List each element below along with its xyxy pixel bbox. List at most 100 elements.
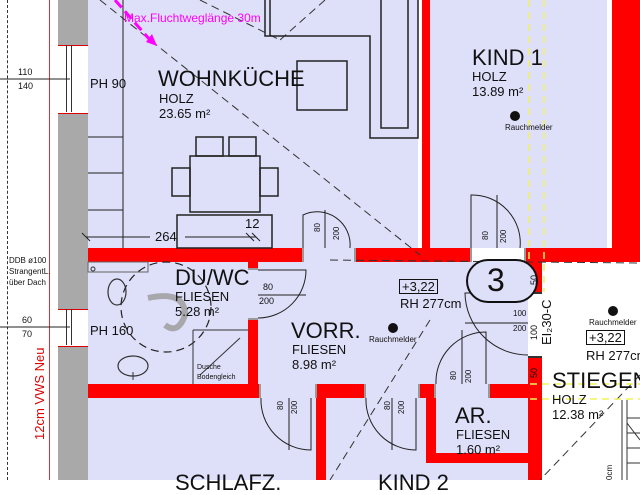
room-area-kind1: 13.89 m² bbox=[472, 84, 524, 99]
level-room-height: RH 277cm bbox=[586, 348, 640, 363]
left-margin bbox=[0, 0, 58, 480]
fire-door-dim: 50 bbox=[529, 274, 539, 285]
fire-door-dim: 100 bbox=[529, 324, 539, 340]
room-area-stiegen: 12.38 m² bbox=[552, 407, 604, 422]
wall-schlafz-right bbox=[316, 398, 326, 480]
door-width: 80 bbox=[313, 223, 322, 232]
wall-right-edge bbox=[612, 0, 640, 262]
window-dim-top: 60 bbox=[22, 315, 33, 325]
floorplan-linework bbox=[0, 0, 640, 480]
door-gap bbox=[470, 248, 526, 262]
door-height: 200 bbox=[332, 226, 341, 240]
unit-marker-number: 3 bbox=[487, 262, 505, 298]
facade-annotation: 12cm VWS Neu bbox=[32, 347, 47, 440]
room-name-wohnkueche: WOHNKÜCHE bbox=[158, 66, 305, 91]
room-floor-du-wc: FLIESEN bbox=[175, 289, 230, 304]
door-height: 200 bbox=[464, 369, 473, 383]
door-dim: 200 bbox=[397, 401, 406, 414]
door-gap bbox=[434, 384, 490, 398]
fire-rating-text: EI₂30-C bbox=[539, 299, 554, 345]
window-label-ph90: PH 90 bbox=[90, 76, 127, 91]
fire-door-width: 100 bbox=[513, 309, 527, 318]
door-dim: 80 bbox=[481, 231, 490, 240]
door-width: 80 bbox=[263, 282, 274, 292]
stair-dimension: 0cm bbox=[605, 464, 614, 480]
room-schlafz[interactable] bbox=[88, 398, 316, 480]
door-dim: 200 bbox=[464, 369, 473, 383]
shower-annotation: Dusche bbox=[197, 364, 221, 371]
smoke-detector-label: Rauchmelder bbox=[505, 123, 553, 132]
dim-mid: 100 bbox=[529, 324, 539, 340]
door-dim: 80 bbox=[276, 401, 285, 410]
room-wohnkueche[interactable] bbox=[88, 0, 418, 248]
room-name-vorr: VORR. bbox=[291, 318, 361, 343]
dim-top: 50 bbox=[529, 274, 539, 285]
room-name-kind2: KIND 2 bbox=[378, 470, 449, 495]
door-dim: 200 bbox=[332, 226, 341, 240]
door-dim: 80 bbox=[383, 401, 392, 410]
window-dim-bottom: 70 bbox=[22, 329, 33, 339]
room-name-du-wc: DU/WC bbox=[175, 265, 250, 290]
wall-du-wc-right bbox=[248, 262, 258, 398]
fire-door-gap bbox=[528, 292, 542, 358]
room-area-ar: 1.60 m² bbox=[456, 442, 501, 457]
door-dim: 80 bbox=[449, 371, 458, 380]
facade-text: 12cm VWS Neu bbox=[32, 347, 47, 440]
wall-kind1-left bbox=[422, 0, 430, 262]
window-dim-top: 110 bbox=[18, 67, 33, 77]
room-kind1[interactable] bbox=[430, 0, 607, 248]
door-width: 80 bbox=[449, 371, 458, 380]
door-dim: 200 bbox=[290, 400, 299, 414]
door-dim: 200 bbox=[499, 229, 508, 243]
window-ph90 bbox=[58, 45, 88, 114]
room-floor-stiegen: HOLZ bbox=[552, 392, 587, 407]
door-gap bbox=[259, 384, 317, 398]
room-area-vorr: 8.98 m² bbox=[292, 357, 337, 372]
room-name-stiegen: STIEGEN bbox=[552, 368, 640, 393]
room-stiegen[interactable] bbox=[542, 262, 640, 480]
stair-dim-text: 0cm bbox=[605, 464, 614, 480]
door-height: 200 bbox=[290, 400, 299, 414]
drain-annotation: StrangentL. bbox=[9, 267, 51, 276]
drain-annotation: über Dach bbox=[9, 278, 46, 287]
level-elevation: +3,22 bbox=[586, 330, 625, 345]
smoke-detector-label: Rauchmelder bbox=[589, 318, 637, 327]
shower-annotation: Bodengleich bbox=[197, 374, 236, 381]
dimension-small: 12 bbox=[245, 216, 260, 231]
facade-guide-line bbox=[49, 0, 50, 480]
door-gap bbox=[248, 268, 258, 320]
door-gap bbox=[364, 384, 420, 398]
window-dim-bottom: 140 bbox=[18, 81, 34, 91]
room-name-ar: AR. bbox=[455, 403, 492, 428]
room-du-wc[interactable] bbox=[88, 262, 248, 384]
room-area-du-wc: 5.28 m² bbox=[175, 304, 220, 319]
door-height: 200 bbox=[259, 296, 275, 306]
room-ar[interactable] bbox=[436, 398, 528, 453]
room-kind2-lower bbox=[326, 460, 536, 480]
window-ph160 bbox=[58, 309, 88, 347]
fire-door-rating: EI₂30-C bbox=[539, 299, 554, 345]
fire-door-dim: 50 bbox=[529, 367, 539, 378]
wall-ar-bottom bbox=[426, 453, 536, 463]
door-width: 80 bbox=[383, 401, 392, 410]
wall-ar-left bbox=[426, 398, 436, 463]
room-area-wohnkueche: 23.65 m² bbox=[159, 106, 211, 121]
door-height: 200 bbox=[499, 229, 508, 243]
dimension-wall-length: 264 bbox=[155, 229, 177, 244]
room-floor-kind1: HOLZ bbox=[472, 69, 507, 84]
axis-line bbox=[7, 0, 8, 480]
fire-door-height: 200 bbox=[513, 324, 527, 333]
level-room-height: RH 277cm bbox=[400, 296, 462, 311]
door-width: 80 bbox=[481, 231, 490, 240]
window-label-ph160: PH 160 bbox=[90, 323, 134, 338]
level-elevation: +3,22 bbox=[399, 279, 438, 294]
room-name-kind1: KIND 1 bbox=[472, 45, 543, 70]
room-floor-vorr: FLIESEN bbox=[292, 342, 347, 357]
escape-route-label: Max.Fluchtweglänge 30m bbox=[124, 11, 261, 25]
room-name-schlafz: SCHLAFZ. bbox=[175, 470, 282, 495]
room-floor-wohnkueche: HOLZ bbox=[159, 91, 194, 106]
dim-bottom: 50 bbox=[529, 367, 539, 378]
smoke-detector-label: Rauchmelder bbox=[369, 335, 417, 344]
door-dim: 80 bbox=[313, 223, 322, 232]
drain-annotation: DDB ø100 bbox=[9, 256, 47, 265]
